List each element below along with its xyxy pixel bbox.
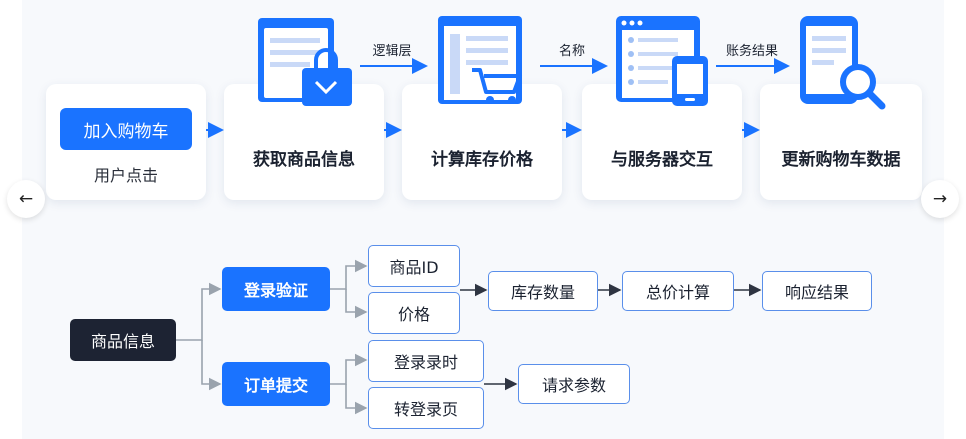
phone-search-icon (800, 16, 886, 110)
tree-node-product-id: 商品ID (368, 245, 460, 287)
tree-node-price: 价格 (368, 292, 460, 334)
next-arrow-icon[interactable]: → (921, 180, 959, 218)
tree-node-response: 响应结果 (762, 271, 872, 311)
document-bag-icon (258, 18, 352, 106)
step-label: 计算库存价格 (431, 149, 533, 170)
start-caption: 用户点击 (93, 166, 158, 185)
step-label: 与服务器交互 (611, 149, 713, 170)
tree-node-stock-qty: 库存数量 (488, 271, 598, 311)
document-cart-icon (438, 16, 522, 104)
tree-node-request-params: 请求参数 (518, 364, 630, 404)
edge-label-logic: 逻辑层 (372, 44, 412, 59)
step-card-server: 与服务器交互 (582, 84, 742, 200)
tree-node-login-time: 登录录时 (368, 340, 484, 382)
add-to-cart-button[interactable]: 加入购物车 (60, 108, 192, 150)
edge-label-name: 名称 (558, 44, 586, 59)
step-label: 获取商品信息 (253, 149, 355, 170)
tree-node-goto-login: 转登录页 (368, 387, 484, 429)
tree-branch-order: 订单提交 (222, 362, 330, 406)
browser-phone-icon (616, 16, 708, 106)
prev-arrow-icon[interactable]: ← (7, 180, 45, 218)
edge-label-result: 账务结果 (725, 44, 779, 59)
chain-arrows (460, 283, 762, 391)
tree-node-total-calc: 总价计算 (622, 271, 734, 311)
tree-root-node: 商品信息 (70, 319, 176, 361)
tree-connectors (176, 259, 368, 415)
tree-branch-login: 登录验证 (222, 267, 330, 311)
step-label: 更新购物车数据 (781, 149, 901, 170)
